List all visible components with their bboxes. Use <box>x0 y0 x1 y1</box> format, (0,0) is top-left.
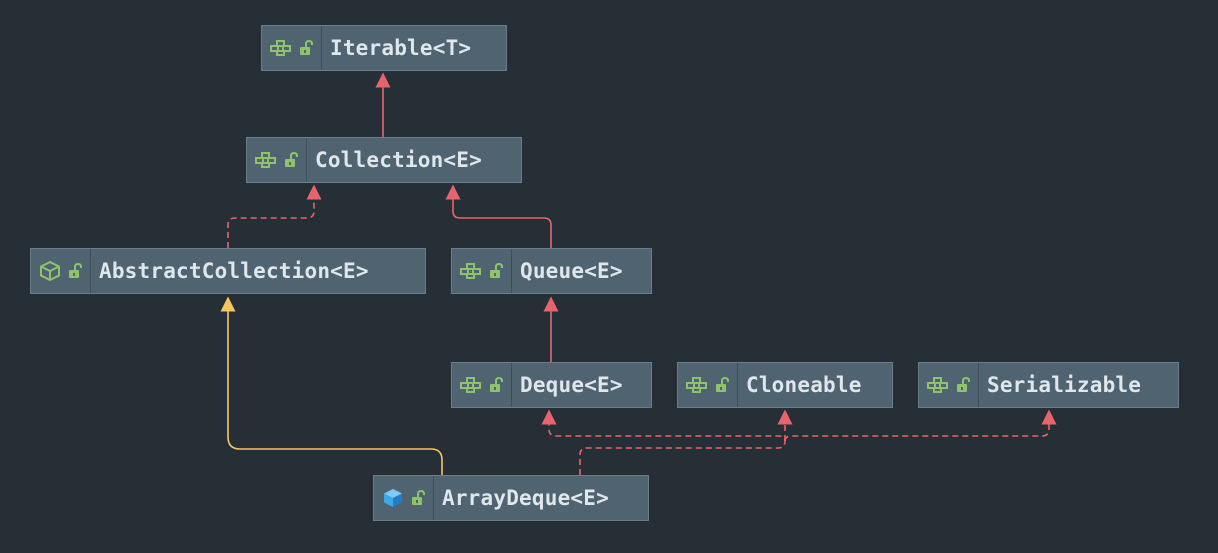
node-deque[interactable]: Deque<E> <box>451 362 652 408</box>
interface-icon <box>686 377 708 393</box>
abstract-class-icon <box>39 261 61 281</box>
node-icons <box>262 26 322 70</box>
interface-icon <box>927 377 949 393</box>
unlocked-icon <box>299 40 313 56</box>
unlocked-icon <box>68 263 82 279</box>
node-icons <box>678 363 738 407</box>
node-icons <box>452 249 512 293</box>
node-label: Cloneable <box>746 373 862 397</box>
edge-arraydeque-deque <box>541 409 786 475</box>
node-icons <box>247 138 307 182</box>
node-iterable[interactable]: Iterable<T> <box>261 25 507 71</box>
interface-icon <box>460 377 482 393</box>
edge-arraydeque-serializable <box>784 409 1057 442</box>
node-label: Collection<E> <box>315 148 482 172</box>
node-icons <box>452 363 512 407</box>
class-icon <box>382 488 404 508</box>
unlocked-icon <box>489 263 503 279</box>
node-serializable[interactable]: Serializable <box>918 362 1179 408</box>
unlocked-icon <box>284 152 298 168</box>
node-label: Deque<E> <box>520 373 623 397</box>
unlocked-icon <box>489 377 503 393</box>
interface-icon <box>255 152 277 168</box>
node-icons <box>31 249 91 293</box>
edge-arraydeque-abstractcollection <box>220 296 443 475</box>
node-abstractcollection[interactable]: AbstractCollection<E> <box>30 248 426 294</box>
edge-abstractcollection-collection <box>227 184 322 248</box>
node-arraydeque[interactable]: ArrayDeque<E> <box>373 475 649 521</box>
node-label: ArrayDeque<E> <box>442 486 609 510</box>
node-cloneable[interactable]: Cloneable <box>677 362 893 408</box>
unlocked-icon <box>956 377 970 393</box>
node-icons <box>374 476 434 520</box>
interface-icon <box>460 263 482 279</box>
node-label: Serializable <box>987 373 1142 397</box>
node-label: Iterable<T> <box>330 36 472 60</box>
edge-queue-collection <box>445 184 552 248</box>
node-collection[interactable]: Collection<E> <box>246 137 522 183</box>
unlocked-icon <box>715 377 729 393</box>
node-label: AbstractCollection<E> <box>99 259 369 283</box>
node-queue[interactable]: Queue<E> <box>451 248 652 294</box>
node-label: Queue<E> <box>520 259 623 283</box>
interface-icon <box>270 40 292 56</box>
node-icons <box>919 363 979 407</box>
unlocked-icon <box>411 490 425 506</box>
